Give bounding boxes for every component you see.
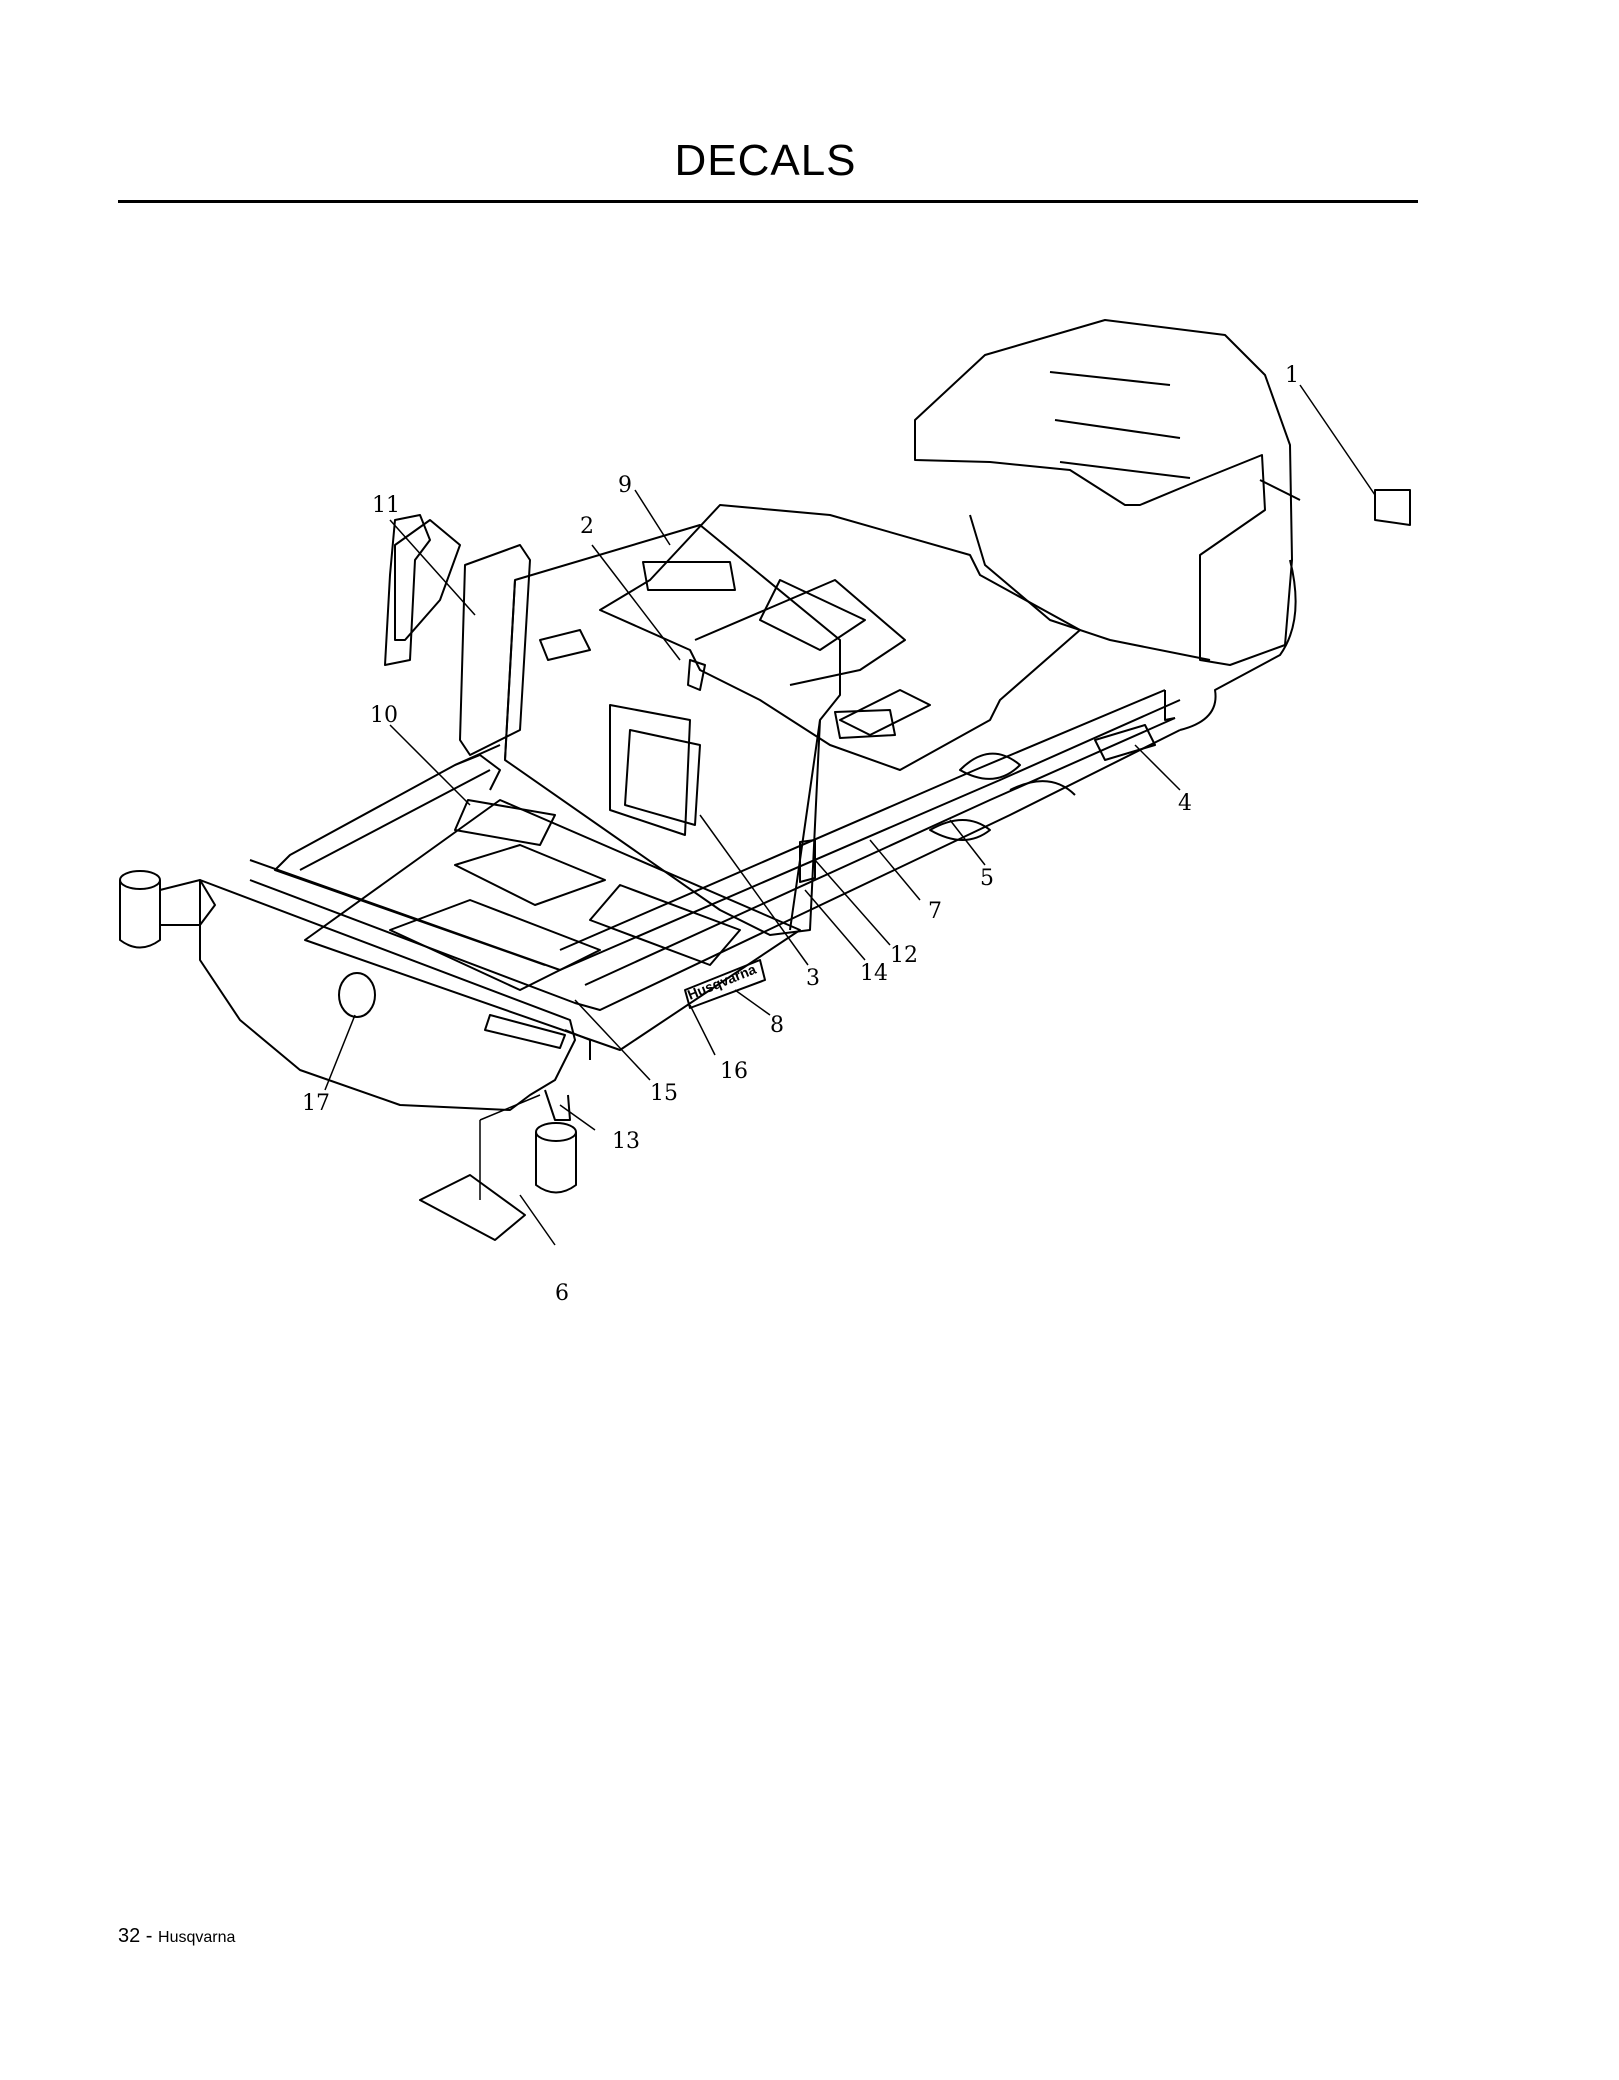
- callout-1: 1: [1285, 363, 1299, 388]
- page-number: 32: [118, 1925, 141, 1947]
- page-title: DECALS: [674, 136, 857, 185]
- leader-lines: [324, 384, 1376, 1246]
- callout-12: 12: [890, 943, 918, 968]
- caster-right: [535, 1089, 577, 1194]
- page-footer: 32 - Husqvarna: [118, 1925, 235, 1948]
- callout-10: 10: [370, 703, 398, 728]
- callout-2: 2: [580, 514, 594, 539]
- seat-plate: [599, 504, 1081, 841]
- rear-fender: [914, 319, 1301, 731]
- callout-7: 7: [928, 899, 942, 924]
- callout-8: 8: [770, 1013, 784, 1038]
- callout-6: 6: [555, 1281, 569, 1306]
- callout-13: 13: [612, 1129, 640, 1154]
- callout-9: 9: [618, 473, 632, 498]
- rear-bracket: [384, 514, 531, 756]
- caster-left: [119, 870, 216, 949]
- decal-shapes: [338, 489, 1411, 1241]
- callout-15: 15: [650, 1081, 678, 1106]
- footer-brand: Husqvarna: [158, 1929, 236, 1946]
- callout-11: 11: [372, 493, 400, 518]
- callout-4: 4: [1178, 791, 1192, 816]
- callout-17: 17: [302, 1091, 330, 1116]
- callout-16: 16: [720, 1059, 748, 1084]
- front-bumper: [199, 879, 591, 1111]
- callout-14: 14: [860, 961, 888, 986]
- callout-3: 3: [806, 966, 820, 991]
- title-rule: [118, 200, 1418, 203]
- front-panel: [504, 524, 841, 936]
- floor-pan: [304, 799, 801, 1051]
- footer-separator: -: [140, 1925, 159, 1947]
- left-rail: [274, 744, 546, 966]
- callout-5: 5: [980, 866, 994, 891]
